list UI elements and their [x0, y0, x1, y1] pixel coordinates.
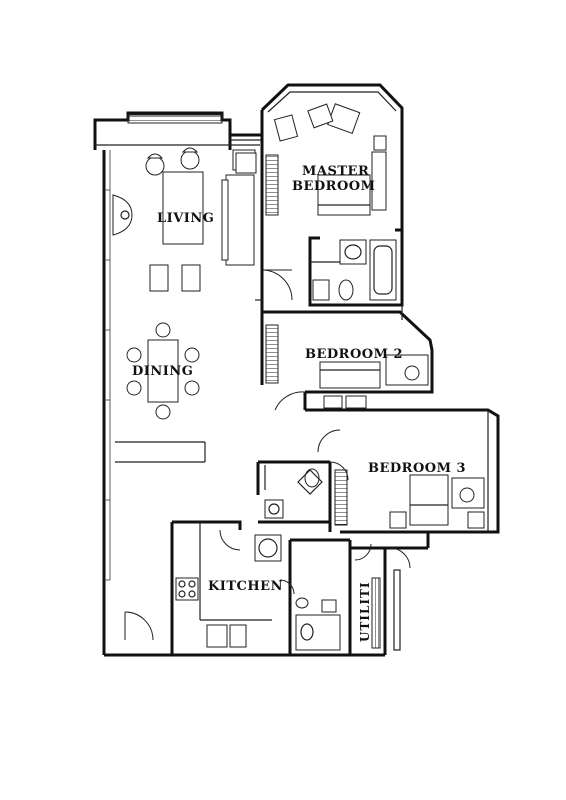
dining-furniture	[126, 322, 200, 420]
label-bedroom-3: BEDROOM 3	[368, 461, 466, 476]
stove	[175, 577, 199, 601]
bedroom3-bed	[409, 474, 449, 526]
bedroom2-wardrobe	[265, 324, 279, 384]
bedroom2-bed	[319, 361, 381, 389]
label-dining: DINING	[132, 364, 193, 379]
toilet	[338, 279, 354, 301]
fireplace	[112, 194, 133, 236]
dining-table	[147, 339, 179, 403]
master-bedroom-furniture	[235, 103, 387, 216]
bedroom3-wardrobe	[334, 469, 348, 526]
outer-walls	[93, 83, 500, 657]
sofa	[225, 174, 255, 266]
window-marks	[104, 189, 110, 581]
planter-box	[127, 114, 223, 124]
common-bath-fixtures	[264, 465, 323, 519]
label-living: LIVING	[157, 211, 214, 226]
bedroom2-furniture	[265, 324, 429, 409]
doors	[124, 269, 411, 641]
label-bedroom-2: BEDROOM 2	[305, 347, 403, 362]
coffee-table	[162, 171, 204, 245]
master-bath-fixtures	[312, 239, 397, 301]
label-master-bedroom-line2: BEDROOM	[292, 179, 376, 194]
bedroom3-furniture	[334, 469, 485, 529]
wardrobe	[265, 154, 279, 216]
master-bed	[317, 174, 371, 216]
label-master-bedroom-line1: MASTER	[302, 164, 369, 179]
label-kitchen: KITCHEN	[208, 579, 283, 594]
label-utility: UTILITI	[358, 581, 372, 642]
kitchen-fixtures	[175, 534, 401, 651]
